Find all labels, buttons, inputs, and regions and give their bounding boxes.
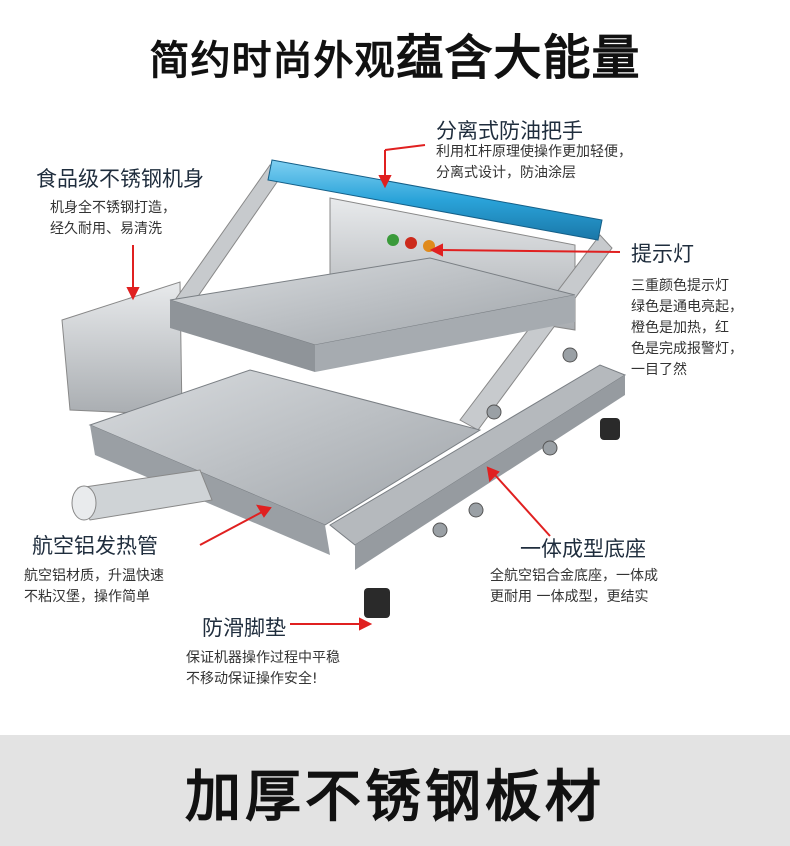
feature-pipe-title: 航空铝发热管: [32, 534, 158, 558]
feature-base-desc: 全航空铝合金底座，一体成 更耐用 一体成型，更结实: [490, 568, 658, 605]
feature-handle-desc: 利用杠杆原理使操作更加轻便， 分离式设计，防油涂层: [436, 144, 632, 181]
left-side-panel: [61, 281, 183, 416]
green-light-icon: [387, 234, 399, 246]
lower-tray-edge: [90, 425, 330, 555]
feature-lights-title: 提示灯: [631, 242, 694, 266]
title-part2: 蕴含大能量: [395, 30, 641, 86]
red-light-icon: [405, 237, 417, 249]
bottom-slogan: 加厚不锈钢板材: [185, 765, 605, 830]
upper-plate-edge: [170, 300, 315, 372]
upper-plate-front: [315, 295, 575, 372]
feature-lights-desc: 三重颜色提示灯 绿色是通电亮起， 橙色是加热，红 色是完成报警灯， 一目了然: [631, 278, 743, 378]
handle: [267, 159, 603, 241]
feature-feet-title: 防滑脚垫: [202, 616, 286, 640]
foot-pad: [600, 418, 620, 440]
burger-press-machine-illustration: [61, 144, 627, 631]
feature-handle-title: 分离式防油把手: [436, 119, 583, 143]
feature-body-title: 食品级不锈钢机身: [36, 167, 204, 191]
title-part1: 简约时尚外观: [149, 38, 396, 84]
feature-base-title: 一体成型底座: [520, 537, 646, 561]
lower-tray: [88, 369, 482, 526]
feature-body-desc: 机身全不锈钢打造， 经久耐用、易清洗: [50, 200, 176, 237]
feature-pipe-desc: 航空铝材质，升温快速 不粘汉堡，操作简单: [24, 568, 164, 605]
feature-feet-desc: 保证机器操作过程中平稳 不移动保证操作安全!: [186, 650, 340, 687]
foot-pad: [364, 588, 390, 618]
page-title: 简约时尚外观蕴含大能量: [0, 18, 790, 88]
heating-pipe: [77, 469, 213, 521]
bottom-band: [0, 735, 790, 846]
